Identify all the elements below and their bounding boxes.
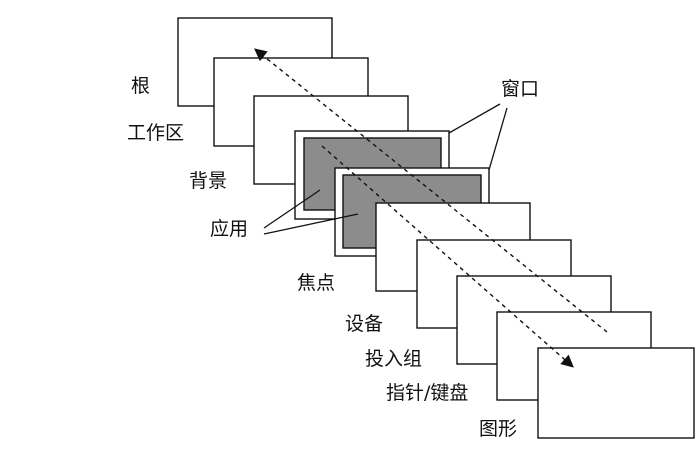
- device-label: 设备: [345, 313, 384, 335]
- application-leader-line-1: [263, 189, 321, 229]
- input-group-label: 投入组: [365, 348, 423, 370]
- graphics-label: 图形: [479, 418, 518, 440]
- dashed-arrow-upward: [254, 48, 608, 333]
- application-label: 应用: [210, 218, 249, 240]
- background-label: 背景: [189, 170, 228, 192]
- application-leader-line-2: [263, 213, 359, 235]
- pointer-keyboard-label: 指针/键盘: [386, 382, 469, 404]
- window-leader-line-1: [448, 103, 501, 134]
- focus-label: 焦点: [297, 272, 336, 294]
- window-leader-line-2: [488, 107, 508, 171]
- workspace-label: 工作区: [127, 122, 185, 144]
- graphics-layer-panel: [537, 347, 695, 439]
- window-label: 窗口: [501, 78, 540, 100]
- root-label: 根: [131, 75, 151, 97]
